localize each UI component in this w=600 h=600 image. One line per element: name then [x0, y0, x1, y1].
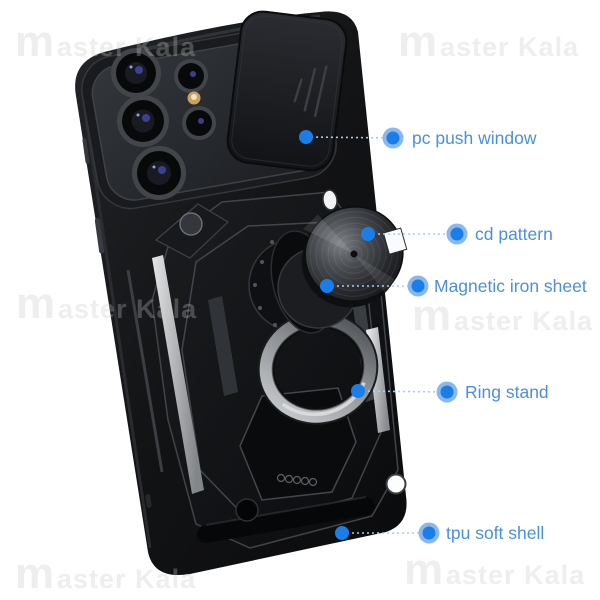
svg-text:aster Kala: aster Kala — [57, 32, 196, 62]
plate-inner-facet — [181, 221, 383, 527]
through-hole-top — [322, 189, 338, 211]
annotation-tpu-soft-shell: tpu soft shell — [335, 522, 544, 544]
svg-text:aster Kala: aster Kala — [58, 294, 197, 324]
camera-lens-2 — [117, 95, 169, 147]
wing-hole-top-left — [179, 212, 203, 236]
annotation-pc-push-window: pc push window — [299, 127, 537, 149]
bottom-details — [197, 473, 407, 543]
master-kala-logo: m — [398, 17, 438, 66]
svg-text:aster Kala: aster Kala — [57, 564, 196, 594]
watermark-tile: m aster Kala — [404, 545, 585, 594]
annotation-label: Ring stand — [465, 382, 549, 402]
push-window-grip-slats — [293, 65, 328, 117]
screw-hole — [235, 498, 259, 522]
feature-dot — [351, 384, 365, 398]
annotation-label: Magnetic iron sheet — [434, 276, 587, 296]
silver-strip-left — [152, 255, 204, 494]
feature-dot — [361, 227, 375, 241]
case-left-rim-highlight — [82, 103, 152, 549]
watermark-tile: m aster Kala — [16, 279, 197, 328]
camera-flash — [187, 91, 201, 105]
label-marker-dot — [450, 227, 464, 241]
annotation-magnetic-iron-sheet: Magnetic iron sheet — [320, 275, 587, 297]
annotation-ring-stand: Ring stand — [351, 381, 549, 403]
annotation-cd-pattern: cd pattern — [361, 223, 553, 245]
svg-text:aster Kala: aster Kala — [446, 560, 585, 590]
svg-text:aster Kala: aster Kala — [454, 306, 593, 336]
plate-accent-left-dark — [208, 296, 238, 396]
watermark-tile: m aster Kala — [398, 17, 579, 66]
master-kala-logo: m — [15, 17, 55, 66]
camera-lens-1 — [111, 48, 161, 98]
annotation-label: cd pattern — [475, 224, 553, 244]
speaker-holes — [276, 473, 318, 487]
label-marker-dot — [422, 526, 436, 540]
side-buttons — [82, 138, 152, 508]
label-marker-dot — [440, 385, 454, 399]
feature-dot — [335, 526, 349, 540]
camera-lens-3 — [132, 146, 186, 200]
annotations: pc push window cd pattern Magnetic iron … — [299, 127, 587, 544]
camera-lens-4 — [174, 59, 208, 93]
annotation-label: tpu soft shell — [446, 523, 544, 543]
master-kala-logo: m — [404, 545, 444, 594]
feature-dot — [299, 130, 313, 144]
label-marker-dot — [411, 279, 425, 293]
inner-lip-strip — [126, 269, 164, 473]
pc-push-window — [226, 10, 348, 172]
watermark-tile: m aster Kala — [15, 17, 196, 66]
annotation-label: pc push window — [412, 128, 537, 148]
watermark-tile: m aster Kala — [15, 549, 196, 598]
phone-case — [75, 10, 408, 576]
watermark-tile: m aster Kala — [412, 291, 593, 340]
lanyard-hole — [385, 473, 407, 495]
camera-lens-5 — [182, 106, 216, 140]
master-kala-logo: m — [15, 549, 55, 598]
feature-dot — [320, 279, 334, 293]
master-kala-logo: m — [16, 279, 56, 328]
watermarks: m aster Kala m aster Kala m aster Kala m… — [15, 17, 593, 598]
svg-text:aster Kala: aster Kala — [440, 32, 579, 62]
label-marker-dot — [386, 131, 400, 145]
master-kala-logo: m — [412, 291, 452, 340]
